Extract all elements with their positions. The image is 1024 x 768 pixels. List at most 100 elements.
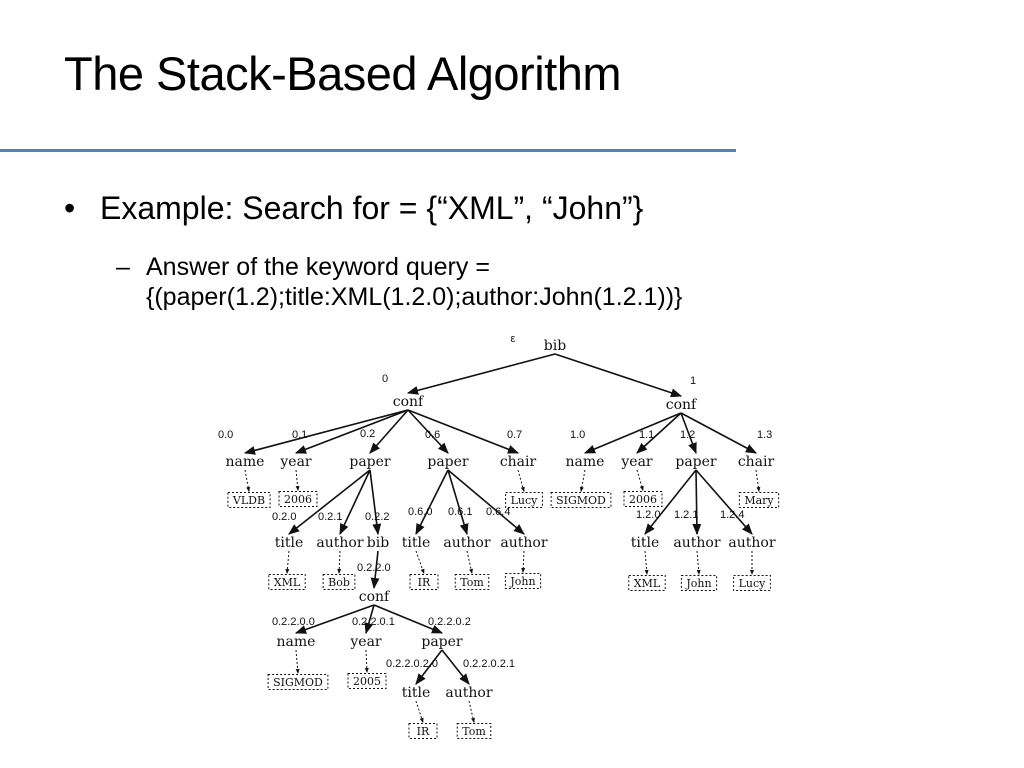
value-box [268,574,306,590]
value-edge [755,469,761,492]
tree-edge [294,409,409,454]
value-box-text: Tom [460,576,484,589]
value-edge [517,469,525,492]
sub-bullet-line-1: Answer of the keyword query = [146,253,490,281]
value-box-text: Lucy [739,577,767,590]
value-edge [521,550,526,573]
dewey-id-label: 0.6 [425,429,440,441]
tree-node-label: conf [666,397,698,413]
tree-node-label: conf [359,589,391,605]
tree-edge [692,469,702,536]
tree-node-label: paper [349,454,391,470]
value-edge [415,550,425,574]
value-edge [579,469,586,492]
bullet-text: Example: Search for = {“XML”, “John”} [100,190,644,226]
value-edge [696,550,701,575]
value-box-text: XML [274,576,301,589]
dewey-id-label: 1.1 [639,429,654,441]
dewey-id-label: 1.2 [680,429,695,441]
value-box [409,574,439,590]
value-box [505,492,543,508]
tree-node-label: author [728,535,775,551]
tree-edge [415,469,449,536]
dewey-id-label: 1.2.1 [674,509,698,521]
value-box [227,492,271,508]
tree-node-label: bib [367,535,389,551]
value-box [454,574,490,590]
value-box [550,492,612,508]
tree-edge [406,353,556,395]
sub-bullet-line-2: {(paper(1.2);title:XML(1.2.0);author:Joh… [146,283,683,311]
dewey-id-label: 1 [690,375,696,387]
dewey-id-label: 0.1 [292,429,307,441]
dewey-id-label: 0.2.2 [365,511,389,523]
value-box-text: Bob [328,576,350,589]
value-box-text: Mary [744,494,774,507]
tree-edge [407,409,520,454]
tree-edge [695,469,753,535]
value-edge [295,649,300,674]
tree-node-label: name [566,454,605,470]
tree-edge [441,649,470,685]
dewey-id-label: 0.6.0 [408,506,432,518]
tree-edge [583,412,682,454]
tree-node-label: name [277,634,316,650]
dewey-id-label: 0.6.4 [486,506,510,518]
value-box-text: SIGMOD [556,494,606,507]
value-box [628,575,666,591]
tree-node-label: year [279,454,312,470]
value-box [322,574,356,590]
tree-node-label: chair [500,454,537,470]
tree-node-label: author [500,535,547,551]
dewey-id-label: 0.2.2.0.0 [272,616,315,628]
value-edge [466,550,473,574]
value-edge [244,469,251,492]
value-box-text: IR [417,725,430,738]
dewey-id-label: 1.2.4 [720,509,744,521]
tree-node-label: title [631,535,660,551]
tree-node-label: paper [675,454,717,470]
tree-node-label: year [620,454,653,470]
dewey-id-label: 0.2 [360,428,375,440]
tree-edge [294,604,375,634]
tree-node-label: bib [544,338,566,354]
dewey-id-label: ε [511,333,516,345]
tree-edge [447,469,525,535]
bullet-dot: • [64,190,76,226]
tree-node-label: title [402,685,431,701]
dewey-id-label: 0.0 [218,429,233,441]
value-box-text: 2006 [629,493,657,506]
value-box-text: XML [634,577,661,590]
value-box-text: SIGMOD [273,676,323,689]
tree-node-label: author [445,685,492,701]
tree-edge [680,412,697,455]
tree-edge [373,604,444,634]
value-edge [636,469,644,491]
value-box [278,491,318,507]
tree-edge [369,469,382,536]
value-box [733,575,771,591]
dewey-id-label: 1.2.0 [636,509,660,521]
dewey-id-label: 0.2.2.0.2.0 [386,658,438,670]
dewey-id-label: 0.7 [507,429,522,441]
tree-edge [364,604,375,635]
value-box-text: VLDB [232,494,265,507]
tree-node-label: author [443,535,490,551]
tree-edge [243,409,409,455]
tree-node-label: paper [421,634,463,650]
value-box [738,492,780,508]
tree-node-label: author [673,535,720,551]
tree-node-label: paper [427,454,469,470]
dewey-id-label: 0.2.2.0.1 [352,616,395,628]
tree-edge [288,469,371,535]
value-box-text: John [509,575,535,588]
title-underline [0,149,736,152]
dewey-id-label: 1.3 [757,429,772,441]
tree-node-label: title [275,535,304,551]
dewey-id-label: 0.6.1 [448,506,472,518]
tree-edge [680,412,757,454]
value-box [347,673,387,689]
tree-edge [339,469,371,536]
